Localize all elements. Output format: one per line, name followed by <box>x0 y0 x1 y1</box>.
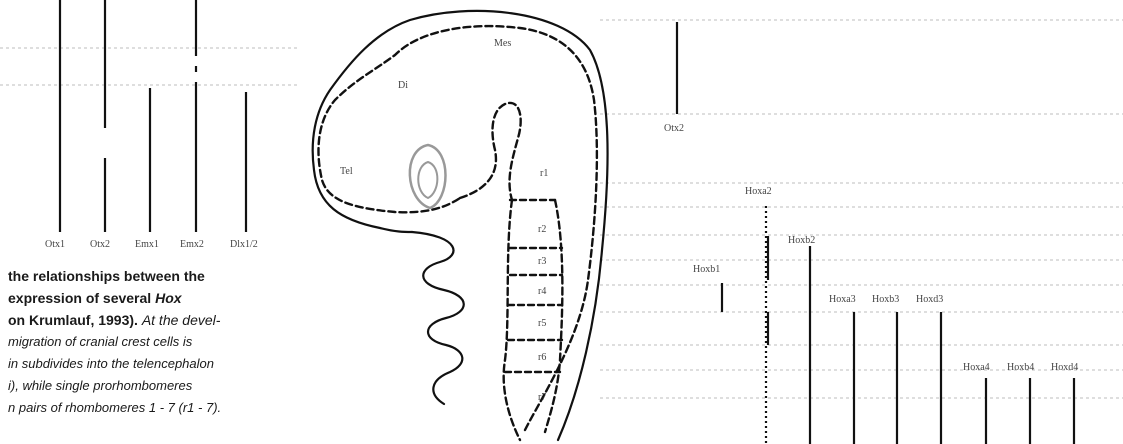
rhombomere-label: r3 <box>538 256 546 267</box>
caption-line-3: on Krumlauf, 1993). At the devel- <box>8 312 220 328</box>
rhombomere-label: r1 <box>540 168 548 179</box>
hoxb1-label: Hoxb1 <box>693 264 720 275</box>
mes-label: Mes <box>494 38 511 49</box>
di-boundary-dashed <box>460 103 521 200</box>
caption-text: expression of several <box>8 290 151 306</box>
tel-label: Tel <box>340 166 353 177</box>
caption-text: Hox <box>155 290 181 306</box>
outer-contour <box>313 11 608 440</box>
caption-text: n pairs of rhombomeres 1 - 7 (r1 - 7). <box>8 400 221 415</box>
left-gene-label: Emx2 <box>180 239 204 250</box>
rhombomere-label: r6 <box>538 352 546 363</box>
rhombomere-boundaries <box>505 200 562 372</box>
hoxd4-label: Hoxd4 <box>1051 362 1078 373</box>
right-gene-labels: Otx2 Hoxa2 Hoxb2 Hoxb1 Hoxa3 Hoxb3 Hoxd3… <box>664 123 1078 373</box>
right-expression-bars <box>677 22 1074 444</box>
neural-tube-dashed <box>318 26 596 430</box>
rhombomere-label: r5 <box>538 318 546 329</box>
hoxd3-label: Hoxd3 <box>916 294 943 305</box>
caption-text: migration of cranial crest cells is <box>8 334 192 349</box>
left-expression-bars <box>60 0 246 232</box>
hoxb2-label: Hoxb2 <box>788 235 815 246</box>
caption-line-7: n pairs of rhombomeres 1 - 7 (r1 - 7). <box>8 400 221 415</box>
left-gene-label: Dlx1/2 <box>230 239 258 250</box>
caption-text: i), while single prorhombomeres <box>8 378 192 393</box>
hoxb3-label: Hoxb3 <box>872 294 899 305</box>
optic-vesicle-inner <box>418 162 437 198</box>
caption-line-6: i), while single prorhombomeres <box>8 378 192 393</box>
left-gene-label: Emx1 <box>135 239 159 250</box>
left-gene-labels: Otx1 Otx2 Emx1 Emx2 Dlx1/2 <box>45 239 258 250</box>
embryo-brain <box>313 11 608 440</box>
caption-line-2: expression of several Hox <box>8 290 182 306</box>
rhombomere-label: r7 <box>538 392 546 403</box>
otx2-right-label: Otx2 <box>664 123 684 134</box>
left-gene-label: Otx2 <box>90 239 110 250</box>
caption-line-5: in subdivides into the telencephalon <box>8 356 214 371</box>
caption-line-4: migration of cranial crest cells is <box>8 334 192 349</box>
tail-spiral <box>412 232 464 404</box>
di-label: Di <box>398 80 408 91</box>
rhombomere-label: r2 <box>538 224 546 235</box>
hoxa3-label: Hoxa3 <box>829 294 856 305</box>
caption-text: on Krumlauf, 1993). <box>8 312 138 328</box>
hindbrain-left-wall <box>504 200 520 440</box>
hoxa2-label: Hoxa2 <box>745 186 772 197</box>
caption-text: in subdivides into the telencephalon <box>8 356 214 371</box>
hindbrain-right-wall <box>545 200 562 432</box>
left-gene-label: Otx1 <box>45 239 65 250</box>
hoxa4-label: Hoxa4 <box>963 362 990 373</box>
hoxb4-label: Hoxb4 <box>1007 362 1034 373</box>
rhombomere-label: r4 <box>538 286 546 297</box>
region-labels: Mes Di Tel r1 r2 r3 r4 r5 r6 r7 <box>340 38 548 403</box>
caption-line-1: the relationships between the <box>8 268 205 284</box>
caption-text: the relationships between the <box>8 268 205 284</box>
caption-text: At the devel- <box>142 312 221 328</box>
